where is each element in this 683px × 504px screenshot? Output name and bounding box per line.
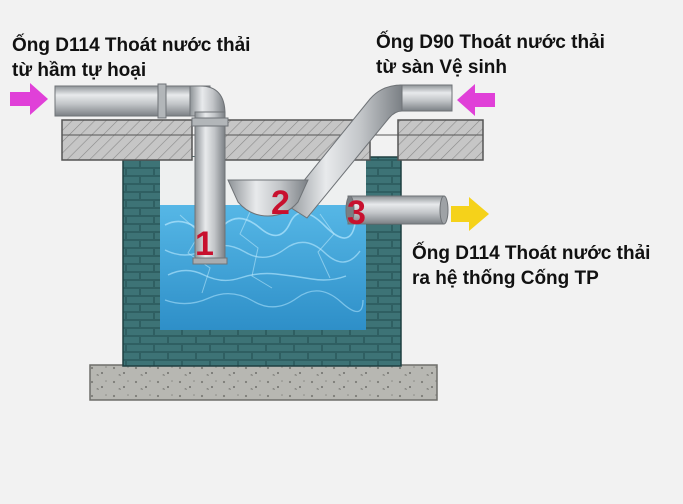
inlet-left-arrow: [10, 83, 48, 115]
inlet-pipe-d90: [227, 84, 453, 219]
marker-3: 3: [347, 194, 366, 232]
inlet-left-label-line1: Ống D114 Thoát nước thải: [12, 35, 251, 56]
inlet-right-label: Ống D90 Thoát nước thải từ sàn Vệ sinh: [376, 30, 605, 80]
inlet-right-label-line2: từ sàn Vệ sinh: [376, 57, 507, 78]
inlet-left-label-line2: từ hầm tự hoại: [12, 60, 147, 81]
floor-slab: [61, 119, 484, 161]
water: [160, 205, 366, 330]
outlet-pipe-d114: [345, 195, 449, 225]
marker-1: 1: [195, 225, 214, 263]
outlet-arrow: [451, 197, 489, 231]
inlet-pipe-d114: [54, 83, 229, 265]
inlet-right-arrow: [457, 84, 495, 116]
foundation-slab: [89, 364, 438, 401]
outlet-label-line1: Ống D114 Thoát nước thải: [412, 243, 651, 264]
outlet-label-line2: ra hệ thống Cống TP: [412, 268, 599, 289]
inlet-left-label: Ống D114 Thoát nước thải từ hầm tự hoại: [12, 33, 250, 83]
inlet-right-label-line1: Ống D90 Thoát nước thải: [376, 32, 605, 53]
marker-2: 2: [271, 184, 290, 222]
outlet-label: Ống D114 Thoát nước thải ra hệ thống Cốn…: [412, 241, 650, 291]
